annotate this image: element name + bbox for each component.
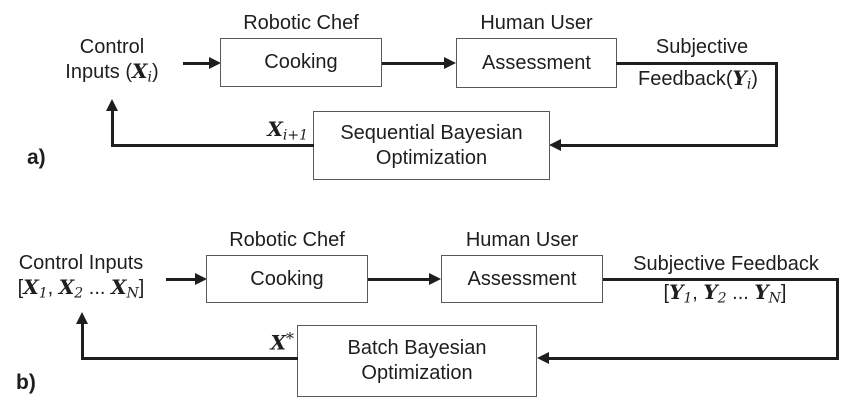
panel-b-label: b) xyxy=(16,371,36,394)
arrowhead-left-icon xyxy=(549,139,561,151)
arrowhead-right-icon xyxy=(195,273,207,285)
sequential-bayesian-optimization-box: Sequential Bayesian Optimization xyxy=(313,111,550,180)
optimizer-line2: Optimization xyxy=(375,146,488,169)
arrowhead-right-icon xyxy=(209,57,221,69)
connector-feedback-down xyxy=(836,278,839,360)
assessment-box: Assessment xyxy=(441,255,603,303)
optimizer-line2: Optimization xyxy=(361,362,473,384)
connector-control-to-cooking xyxy=(183,62,209,65)
next-input-label: Xi+1 xyxy=(267,117,308,144)
assessment-box-label: Assessment xyxy=(482,51,591,74)
connector-control-to-cooking xyxy=(166,278,195,281)
connector-optimizer-to-control xyxy=(81,357,298,360)
control-inputs-line1: Control Inputs xyxy=(18,252,144,274)
arrowhead-left-icon xyxy=(537,352,549,364)
subjective-feedback-line2: Feedback(Yi) xyxy=(638,66,758,93)
control-inputs-line2: Inputs (Xi) xyxy=(65,59,159,86)
connector-assessment-feedback xyxy=(616,62,777,65)
optimal-input-label: X* xyxy=(270,329,294,355)
connector-cooking-to-assessment xyxy=(368,278,430,281)
arrowhead-up-icon xyxy=(106,99,118,111)
connector-cooking-to-assessment xyxy=(382,62,445,65)
panel-a-label: a) xyxy=(27,146,46,169)
connector-optimizer-to-control xyxy=(111,144,314,147)
subjective-feedback-line2: [Y1, Y2 ... YN] xyxy=(663,280,787,307)
control-inputs-label: Control Inputs [X1, X2 ... XN] xyxy=(2,251,160,306)
arrowhead-right-icon xyxy=(444,57,456,69)
connector-feedback-to-optimizer xyxy=(549,357,839,360)
subjective-feedback-line1: Subjective Feedback xyxy=(633,253,819,275)
arrowhead-up-icon xyxy=(76,312,88,324)
cooking-box: Cooking xyxy=(206,255,368,303)
batch-bayesian-optimization-box: Batch Bayesian Optimization xyxy=(297,325,537,397)
optimizer-line1: Batch Bayesian xyxy=(347,337,487,359)
assessment-box-label: Assessment xyxy=(467,267,577,290)
cooking-box-label: Cooking xyxy=(250,267,324,290)
connector-return-up xyxy=(111,109,114,146)
robotic-chef-title: Robotic Chef xyxy=(243,12,359,34)
control-inputs-line1: Control xyxy=(79,36,145,58)
control-inputs-line2: [X1, X2 ... XN] xyxy=(17,275,145,302)
connector-feedback-to-optimizer xyxy=(561,144,777,147)
arrowhead-right-icon xyxy=(429,273,441,285)
connector-assessment-feedback xyxy=(603,278,839,281)
human-user-title: Human User xyxy=(465,229,579,251)
connector-return-up xyxy=(81,322,84,359)
control-inputs-label: Control Inputs (Xi) xyxy=(30,35,194,90)
human-user-title: Human User xyxy=(480,12,593,34)
robotic-chef-title: Robotic Chef xyxy=(229,229,345,251)
assessment-box: Assessment xyxy=(456,38,617,88)
subjective-feedback-line1: Subjective xyxy=(655,36,749,58)
cooking-box: Cooking xyxy=(220,38,382,87)
optimizer-line1: Sequential Bayesian xyxy=(340,121,523,144)
connector-feedback-down xyxy=(775,62,778,147)
cooking-box-label: Cooking xyxy=(264,51,338,73)
